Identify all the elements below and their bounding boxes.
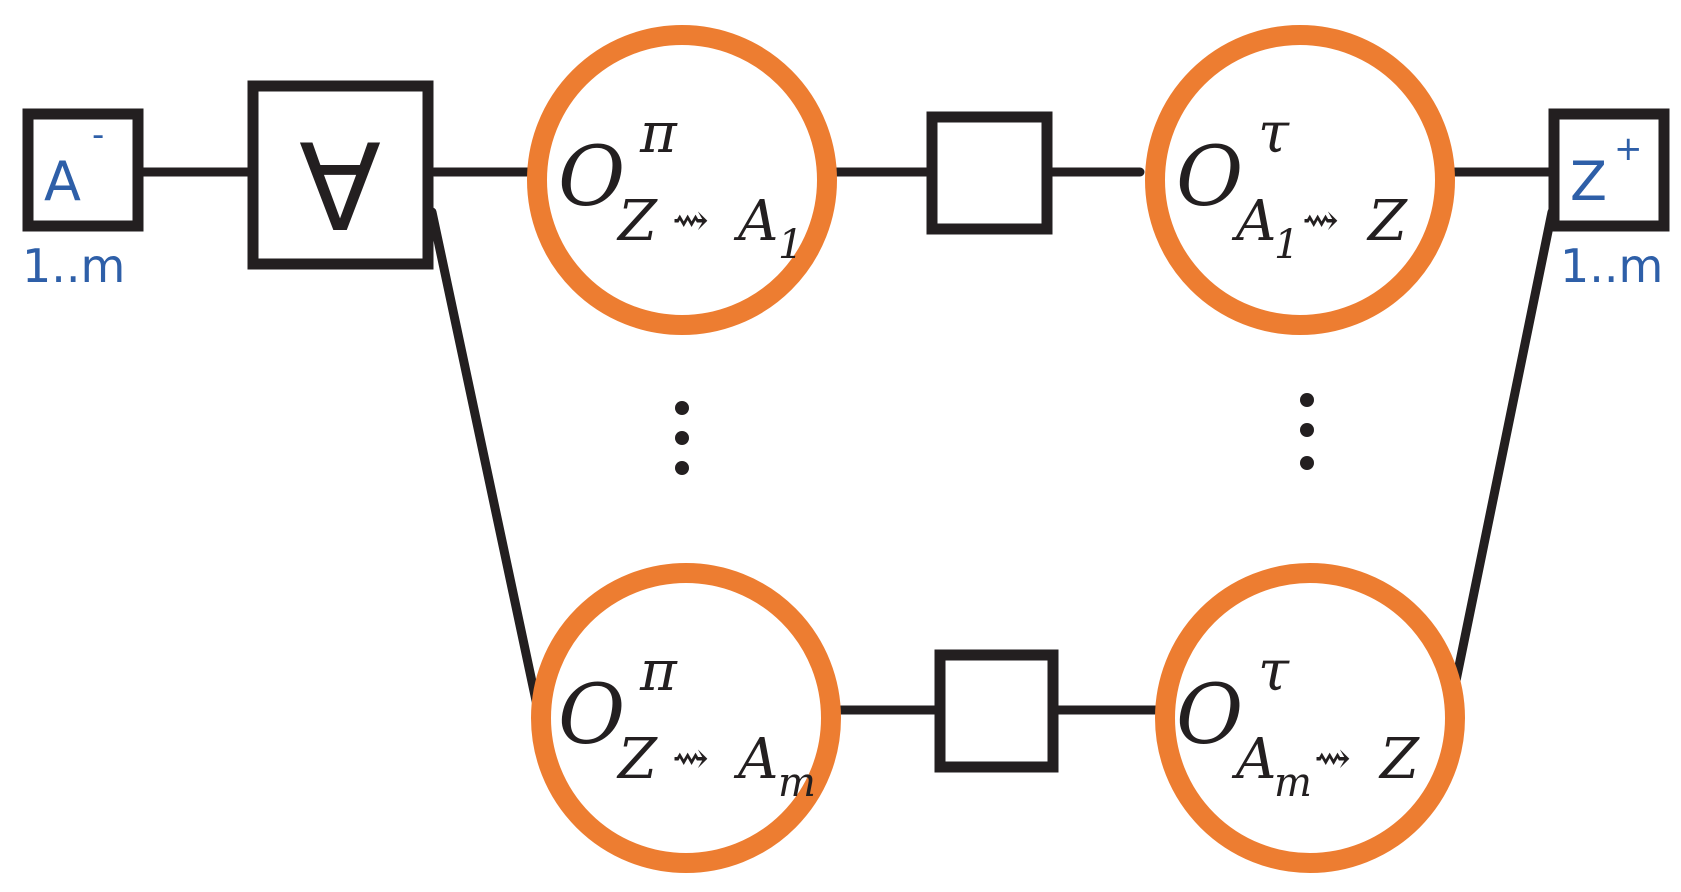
ellipsis-dot: [1300, 456, 1314, 470]
edge-otaum-zplus: [1445, 207, 1557, 715]
ellipsis-dot: [675, 461, 689, 475]
o-tau-m-sub-from: A: [1231, 727, 1276, 792]
o-pi-m-circle: [531, 563, 841, 873]
forall-symbol: ∀: [299, 120, 381, 259]
ellipsis-dot: [1300, 423, 1314, 437]
forall-box: [247, 80, 434, 270]
o-pi-1-node: O π Z ⇝ A 1: [527, 25, 837, 335]
z-plus-sup: +: [1614, 129, 1643, 169]
z-plus-box: [1548, 108, 1670, 232]
connector-box-bottom: [934, 649, 1059, 773]
z-plus-range: 1..m: [1560, 239, 1663, 293]
o-tau-1-sub-from-index: 1: [1274, 222, 1299, 268]
ellipsis-dot: [675, 431, 689, 445]
o-pi-1-sub-to: A: [733, 189, 778, 254]
a-minus-range: 1..m: [22, 239, 125, 293]
o-pi-m-sub-to-index: m: [778, 760, 816, 806]
o-pi-1-base: O: [558, 130, 625, 225]
o-pi-1-arrow: ⇝: [672, 195, 709, 246]
o-pi-1-sub-from: Z: [616, 189, 658, 254]
o-tau-1-arrow: ⇝: [1302, 195, 1339, 246]
o-tau-1-circle: [1145, 25, 1455, 335]
forall-node: ∀: [247, 80, 434, 270]
o-tau-m-sub-to: Z: [1378, 727, 1420, 792]
o-pi-m-sub-from: Z: [616, 727, 658, 792]
z-plus-node: Z + 1..m: [1548, 108, 1670, 293]
edges: [138, 167, 1557, 715]
o-pi-1-circle: [527, 25, 837, 335]
o-tau-m-base: O: [1176, 668, 1243, 763]
a-minus-node: A - 1..m: [22, 108, 144, 293]
o-tau-1-sup: τ: [1258, 101, 1290, 166]
edge-forall-opim: [427, 207, 543, 715]
o-pi-m-sub-to: A: [733, 727, 778, 792]
a-minus-letter: A: [44, 150, 81, 213]
o-tau-1-sub-to: Z: [1366, 189, 1408, 254]
o-pi-1-sup: π: [639, 101, 678, 166]
o-pi-m-base: O: [558, 668, 625, 763]
o-tau-m-sub-from-index: m: [1274, 760, 1312, 806]
o-tau-m-node: O τ A m ⇝ Z: [1155, 563, 1465, 873]
ellipsis-left: [675, 401, 689, 475]
ellipsis-right: [1300, 393, 1314, 470]
o-tau-m-circle: [1155, 563, 1465, 873]
a-minus-sup: -: [92, 115, 104, 155]
a-minus-box: [22, 108, 144, 232]
ellipsis-dot: [675, 401, 689, 415]
connector-box-top: [926, 111, 1053, 235]
o-pi-1-sub-to-index: 1: [778, 222, 803, 268]
o-pi-m-arrow: ⇝: [672, 733, 709, 784]
o-pi-m-sup: π: [639, 639, 678, 704]
o-tau-m-sup: τ: [1258, 639, 1290, 704]
o-tau-1-sub-from: A: [1231, 189, 1276, 254]
o-tau-1-base: O: [1176, 130, 1243, 225]
o-tau-m-arrow: ⇝: [1314, 733, 1351, 784]
z-plus-letter: Z: [1570, 150, 1607, 213]
ellipsis-dot: [1300, 393, 1314, 407]
o-pi-m-node: O π Z ⇝ A m: [531, 563, 841, 873]
o-tau-1-node: O τ A 1 ⇝ Z: [1145, 25, 1455, 335]
